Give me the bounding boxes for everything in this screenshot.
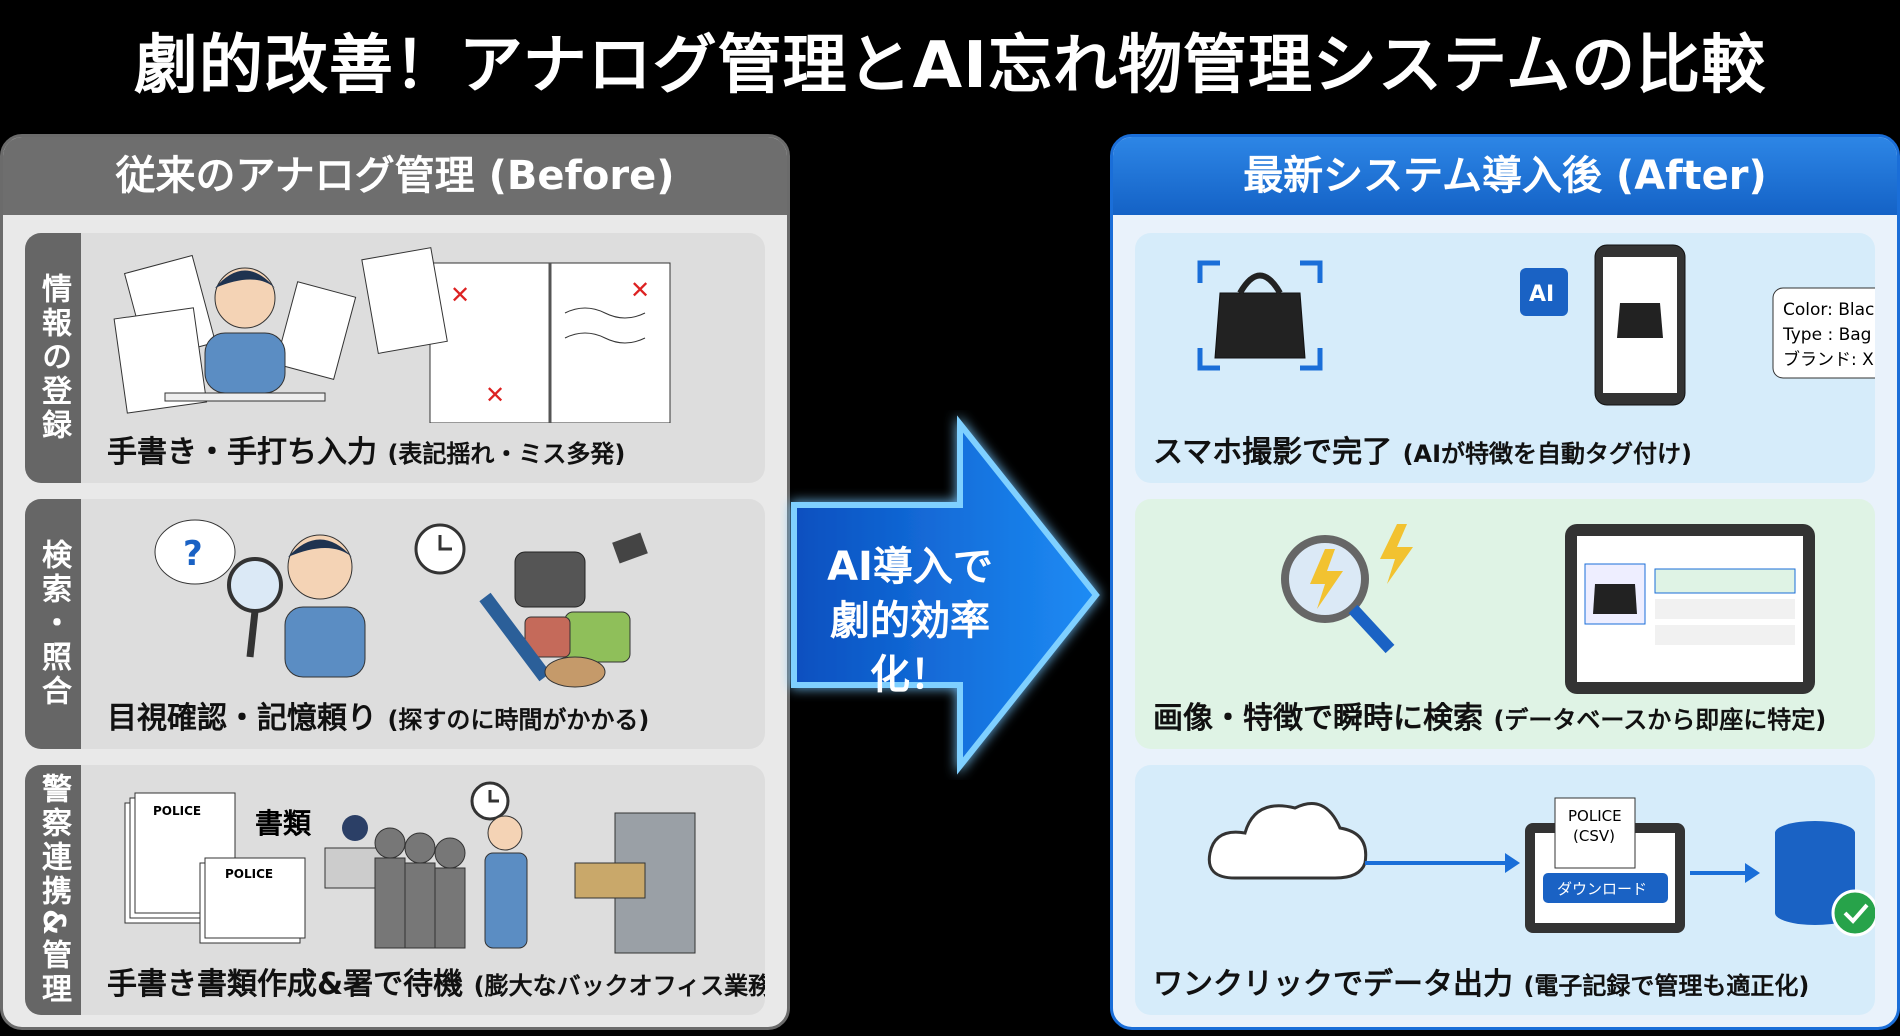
before-header: 従来のアナログ管理 (Before) [3, 137, 787, 215]
svg-text:✕: ✕ [485, 381, 505, 409]
download-button [1543, 873, 1668, 903]
before-panel: 従来のアナログ管理 (Before) 情報の登録 ✕ ✕ ✕ 手書き・手打ち入力… [0, 134, 790, 1030]
svg-text:POLICE: POLICE [1568, 807, 1622, 825]
after-caption-3: ワンクリックでデータ出力 (電子記録で管理も適正化) [1153, 967, 1810, 1002]
svg-text:✕: ✕ [630, 276, 650, 304]
svg-text:ブランド: X: ブランド: X [1783, 349, 1874, 370]
after-panel: 最新システム導入後 (After) AI Color: Black Type :… [1110, 134, 1900, 1030]
after-row-search: 画像・特徴で瞬時に検索 (データベースから即座に特定) [1135, 499, 1875, 749]
before-caption-1: 手書き・手打ち入力 (表記揺れ・ミス多発) [107, 435, 626, 470]
svg-text:AI: AI [1529, 282, 1554, 307]
lightning-icon [1310, 549, 1343, 609]
after-caption-1: スマホ撮影で完了 (AIが特徴を自動タグ付け) [1153, 435, 1693, 470]
documents-label: 書類 [255, 807, 312, 840]
before-row-search: 検索・照合 ? 目視確認・記憶頼り (探すのに時間がかかる) [25, 499, 765, 749]
svg-text:(CSV): (CSV) [1573, 827, 1615, 845]
bag-icon [1214, 292, 1306, 359]
after-row-export: POLICE (CSV) ダウンロード ワンクリックでデータ出力 (電子記録で管… [1135, 765, 1875, 1015]
after-row-capture: AI Color: Black Type : Bag ブランド: X スマホ撮影… [1135, 233, 1875, 483]
before-caption-3: 手書き書類作成&署で待機 (膨大なバックオフィス業務) [107, 967, 765, 1002]
checkmark-icon [1831, 889, 1875, 937]
side-label: 警察連携&管理 [25, 765, 81, 1015]
svg-text:Color: Black: Color: Black [1783, 300, 1875, 320]
svg-text:✕: ✕ [450, 281, 470, 309]
cloud-icon [1207, 802, 1368, 880]
svg-text:POLICE: POLICE [225, 867, 273, 881]
svg-text:POLICE: POLICE [153, 804, 201, 818]
ai-chip-icon [1520, 268, 1568, 316]
manual-search-illustration: ? [154, 519, 648, 688]
side-label: 情報の登録 [25, 233, 81, 483]
question-mark: ? [183, 534, 203, 574]
data-export-illustration: POLICE (CSV) ダウンロード [1207, 797, 1875, 937]
handwriting-illustration: ✕ ✕ ✕ [113, 247, 671, 423]
paperwork-illustration: POLICE POLICE 書類 [124, 781, 696, 954]
transition-arrow [791, 415, 1100, 775]
tag-bubble [1772, 287, 1875, 379]
before-row-police: 警察連携&管理 POLICE POLICE 書類 手書き書類作成&署で待機 ( [25, 765, 765, 1015]
instant-search-illustration [1281, 524, 1815, 694]
svg-text:Type : Bag: Type : Bag [1782, 325, 1871, 345]
after-header: 最新システム導入後 (After) [1113, 137, 1897, 215]
before-row-registration: 情報の登録 ✕ ✕ ✕ 手書き・手打ち入力 (表記揺れ・ミス多発) [25, 233, 765, 483]
arrow-label: AI導入で 劇的効率化！ [827, 544, 993, 698]
smartphone-capture-illustration: AI Color: Black Type : Bag ブランド: X [1197, 244, 1875, 406]
after-caption-2: 画像・特徴で瞬時に検索 (データベースから即座に特定) [1153, 701, 1827, 736]
before-caption-2: 目視確認・記憶頼り (探すのに時間がかかる) [107, 701, 650, 736]
side-label: 検索・照合 [25, 499, 81, 749]
svg-text:ダウンロード: ダウンロード [1557, 880, 1647, 898]
page-title: 劇的改善！アナログ管理とAI忘れ物管理システムの比較 [133, 29, 1767, 103]
